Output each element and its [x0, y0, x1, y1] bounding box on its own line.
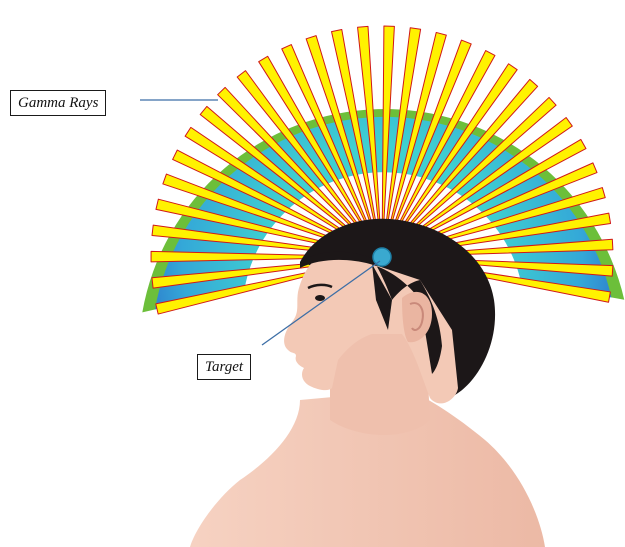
gamma-rays-label: Gamma Rays	[10, 90, 106, 116]
target-label: Target	[197, 354, 251, 380]
eye	[315, 295, 325, 301]
